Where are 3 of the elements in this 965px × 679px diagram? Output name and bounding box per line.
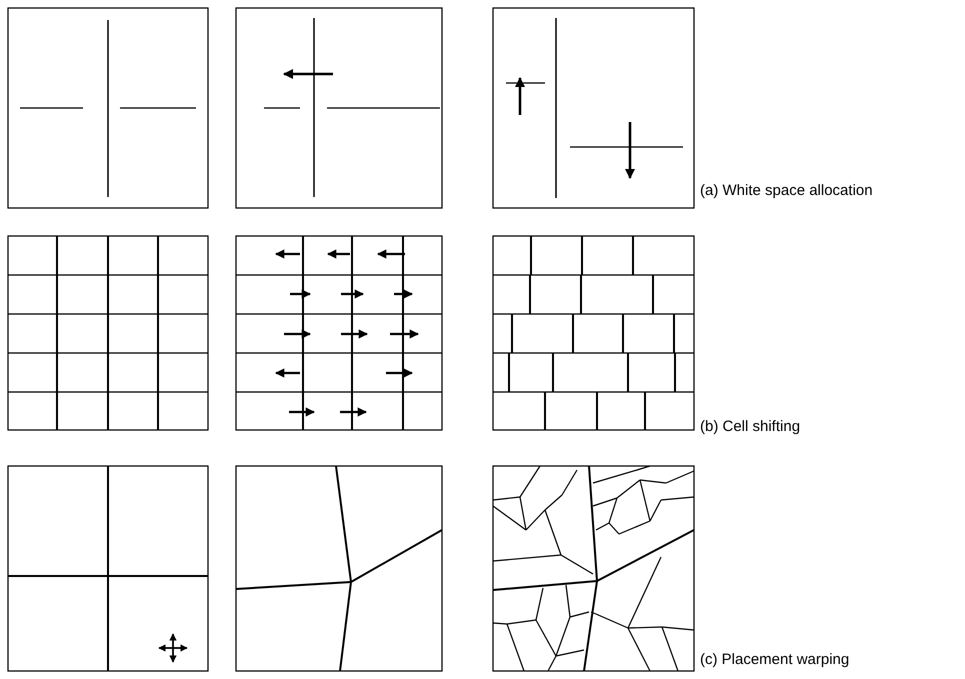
panel-caption: (a) White space allocation: [700, 182, 873, 199]
panel-caption: (c) Placement warping: [700, 651, 850, 668]
panel-caption: (b) Cell shifting: [700, 418, 800, 435]
